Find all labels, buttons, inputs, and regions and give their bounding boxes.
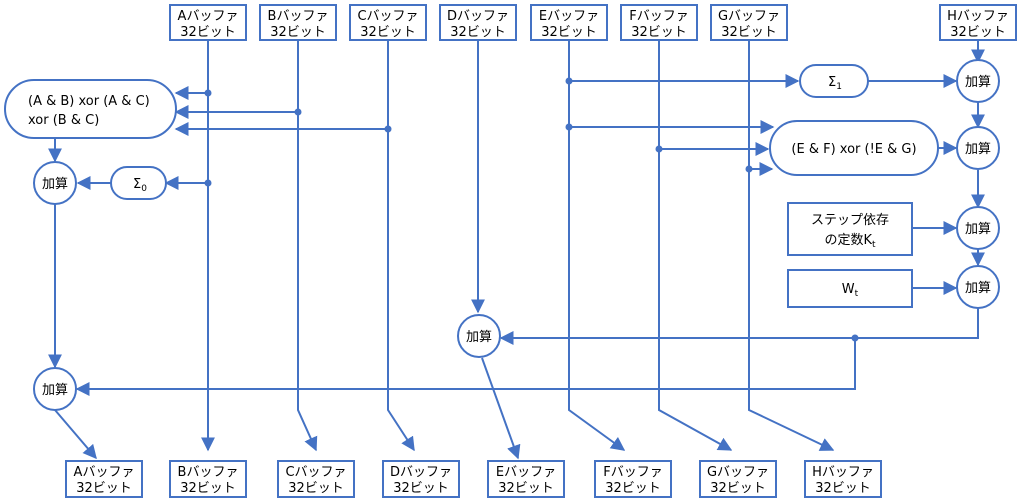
svg-text:加算: 加算 <box>965 222 991 237</box>
maj-function-box: (A & B) xor (A & C) xor (B & C) <box>4 79 177 139</box>
w-label: Wt <box>842 282 859 299</box>
bottom-buffer-h: Hバッファ 32ビット <box>804 460 882 498</box>
adder-a1: 加算 <box>33 161 77 205</box>
top-buffer-b-name: Bバッファ <box>268 9 329 24</box>
bottom-buffer-g: Gバッファ 32ビット <box>699 460 777 498</box>
sigma0-label: Σ0 <box>133 177 147 194</box>
bottom-buffer-b-bits: 32ビット <box>180 481 236 496</box>
bottom-buffer-c: Cバッファ 32ビット <box>277 460 355 498</box>
k-line-1: ステップ依存 <box>811 213 889 228</box>
top-buffer-a: Aバッファ 32ビット <box>169 4 247 41</box>
top-buffer-e-name: Eバッファ <box>539 9 599 24</box>
top-buffer-f: Fバッファ 32ビット <box>620 4 698 41</box>
top-buffer-b: Bバッファ 32ビット <box>259 4 337 41</box>
bottom-buffer-b-name: Bバッファ <box>178 465 239 480</box>
sigma0-box: Σ0 <box>110 166 167 200</box>
top-buffers: Aバッファ 32ビット Bバッファ 32ビット Cバッファ 32ビット Dバッフ… <box>169 4 1017 41</box>
top-buffer-b-bits: 32ビット <box>270 25 326 40</box>
bottom-buffer-b: Bバッファ 32ビット <box>169 460 247 498</box>
adder-h1: 加算 <box>956 59 1000 103</box>
adder-h4: 加算 <box>956 265 1000 309</box>
top-buffer-h: Hバッファ 32ビット <box>939 4 1017 41</box>
maj-line-1: (A & B) xor (A & C) <box>28 94 150 109</box>
top-buffer-h-bits: 32ビット <box>950 25 1006 40</box>
top-buffer-g-name: Gバッファ <box>718 9 780 24</box>
svg-text:加算: 加算 <box>42 383 68 398</box>
bottom-buffer-f-name: Fバッファ <box>603 465 662 480</box>
svg-text:加算: 加算 <box>965 142 991 157</box>
top-buffer-d-bits: 32ビット <box>450 25 506 40</box>
bottom-buffer-f: Fバッファ 32ビット <box>594 460 672 498</box>
bottom-buffer-e-name: Eバッファ <box>496 465 556 480</box>
top-buffer-e-bits: 32ビット <box>541 25 597 40</box>
bottom-buffer-d-name: Dバッファ <box>390 465 452 480</box>
sigma1-label: Σ1 <box>828 75 842 92</box>
bottom-buffer-h-name: Hバッファ <box>812 465 874 480</box>
bottom-buffers: Aバッファ 32ビット Bバッファ 32ビット Cバッファ 32ビット Dバッフ… <box>65 460 882 498</box>
svg-text:加算: 加算 <box>466 330 492 345</box>
junction-dots <box>204 77 859 342</box>
bottom-buffer-e: Eバッファ 32ビット <box>487 460 565 498</box>
top-buffer-e: Eバッファ 32ビット <box>530 4 608 41</box>
bottom-buffer-a-name: Aバッファ <box>74 465 135 480</box>
bottom-buffer-e-bits: 32ビット <box>498 481 554 496</box>
bottom-buffer-d-bits: 32ビット <box>393 481 449 496</box>
adder-e: 加算 <box>457 314 501 358</box>
top-buffer-f-name: Fバッファ <box>629 9 688 24</box>
bottom-buffer-c-bits: 32ビット <box>288 481 344 496</box>
sigma1-box: Σ1 <box>799 64 869 98</box>
adder-h3: 加算 <box>956 206 1000 250</box>
top-buffer-g-bits: 32ビット <box>721 25 777 40</box>
k-line-2: の定数Kt <box>824 233 876 250</box>
k-constant-box: ステップ依存 の定数Kt <box>787 202 913 256</box>
svg-text:加算: 加算 <box>42 177 68 192</box>
adder-a2: 加算 <box>33 367 77 411</box>
wires <box>48 40 985 460</box>
top-buffer-d-name: Dバッファ <box>447 9 509 24</box>
top-buffer-a-bits: 32ビット <box>180 25 236 40</box>
svg-text:加算: 加算 <box>965 281 991 296</box>
bottom-buffer-h-bits: 32ビット <box>815 481 871 496</box>
top-buffer-c-bits: 32ビット <box>360 25 416 40</box>
bottom-buffer-f-bits: 32ビット <box>605 481 661 496</box>
svg-text:加算: 加算 <box>965 75 991 90</box>
ch-function-box: (E & F) xor (!E & G) <box>769 120 939 176</box>
bottom-buffer-d: Dバッファ 32ビット <box>382 460 460 498</box>
top-buffer-d: Dバッファ 32ビット <box>439 4 517 41</box>
ch-label: (E & F) xor (!E & G) <box>791 142 916 157</box>
bottom-buffer-g-bits: 32ビット <box>710 481 766 496</box>
top-buffer-g: Gバッファ 32ビット <box>710 4 788 41</box>
adder-h2: 加算 <box>956 126 1000 170</box>
top-buffer-c-name: Cバッファ <box>357 9 418 24</box>
top-buffer-c: Cバッファ 32ビット <box>349 4 427 41</box>
top-buffer-h-name: Hバッファ <box>947 9 1009 24</box>
w-box: Wt <box>787 269 913 308</box>
top-buffer-a-name: Aバッファ <box>178 9 239 24</box>
bottom-buffer-a: Aバッファ 32ビット <box>65 460 143 498</box>
adders: 加算 加算 加算 加算 加算 加算 加算 <box>33 59 1000 411</box>
bottom-buffer-c-name: Cバッファ <box>285 465 346 480</box>
bottom-buffer-a-bits: 32ビット <box>76 481 132 496</box>
maj-line-2: xor (B & C) <box>28 113 99 128</box>
top-buffer-f-bits: 32ビット <box>631 25 687 40</box>
bottom-buffer-g-name: Gバッファ <box>707 465 769 480</box>
